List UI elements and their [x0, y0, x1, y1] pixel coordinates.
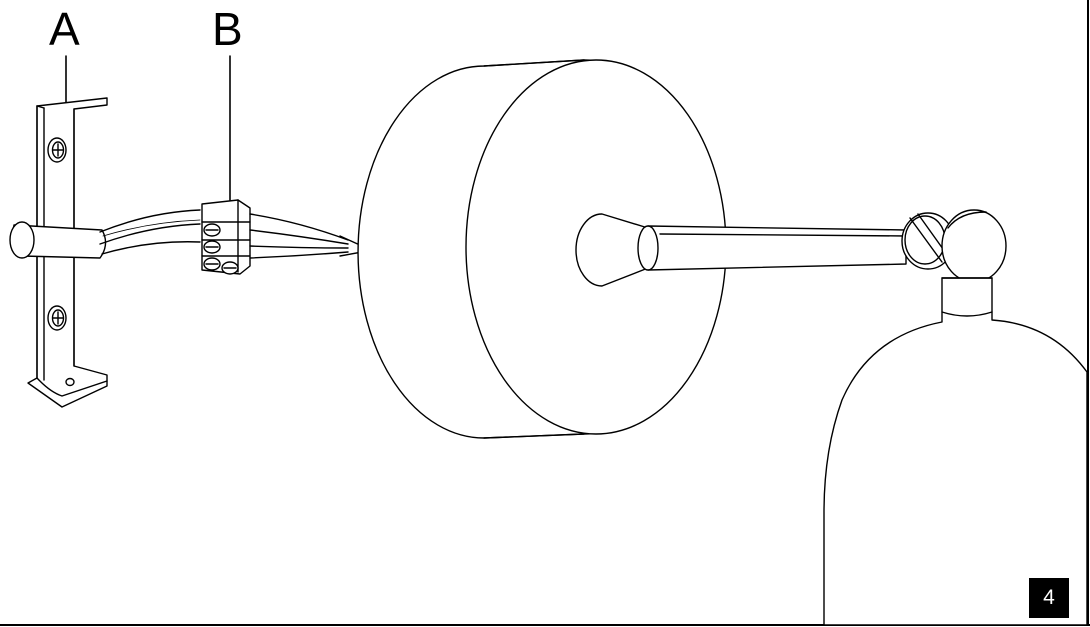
terminal-block	[201, 199, 251, 275]
step-number-badge: 4	[1029, 578, 1069, 618]
bracket-hole	[65, 377, 75, 387]
callout-label-a: A	[49, 3, 80, 55]
callout-label-b: B	[212, 3, 243, 55]
bracket-screw-bottom	[47, 305, 67, 331]
cable	[9, 209, 201, 259]
bracket-screw-top	[47, 137, 67, 163]
connecting-rod	[637, 225, 907, 271]
wires	[249, 213, 363, 259]
cylinder-valve	[941, 209, 1007, 283]
rod-mount-cone	[575, 213, 649, 287]
gas-cylinder	[823, 277, 1088, 626]
